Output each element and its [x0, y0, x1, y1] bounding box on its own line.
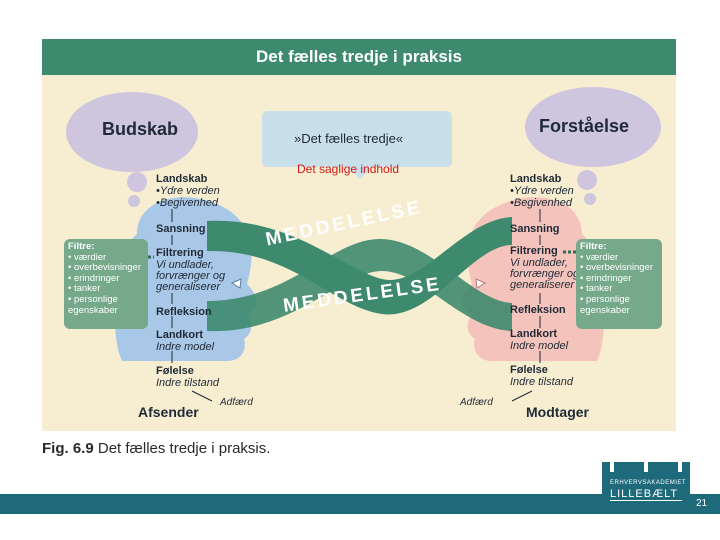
logo-mark — [610, 462, 682, 501]
left-landskab: Landskab — [156, 173, 208, 185]
figure-artwork — [66, 87, 661, 402]
filter-item: • værdier — [580, 251, 619, 263]
left-adfaerd: Adfærd — [220, 397, 253, 408]
filter-title: Filtre: — [68, 241, 95, 252]
filter-item: • tanker — [68, 283, 101, 295]
right-sansning: Sansning — [510, 223, 560, 235]
right-adfaerd: Adfærd — [460, 397, 493, 408]
right-landskab-item: •Ydre verden — [510, 185, 574, 197]
filter-item: egenskaber — [68, 304, 118, 316]
left-landkort-desc: Indre model — [156, 341, 215, 353]
left-landskab-item: •Begivenhed — [156, 197, 218, 209]
right-filtrering: Filtrering — [510, 245, 558, 257]
right-filtrering-desc: generaliserer — [510, 279, 575, 291]
footer-bar — [0, 494, 720, 514]
filter-item: • tanker — [580, 283, 613, 295]
caption-fig-number: Fig. 6.9 — [42, 440, 94, 457]
logo-line1: ERHVERVSAKADEMIET — [610, 480, 687, 486]
left-folelse: Følelse — [156, 365, 194, 377]
left-eye — [230, 278, 242, 289]
page-number: 21 — [696, 498, 708, 509]
right-bubble-label: Forståelse — [539, 116, 630, 136]
figure-caption: Fig. 6.9 Det fælles tredje i praksis. — [42, 440, 270, 457]
filter-item: • erindringer — [68, 272, 120, 284]
right-refleksion: Refleksion — [510, 304, 566, 316]
filter-item: • overbevisninger — [68, 262, 142, 274]
left-bubble-label: Budskab — [102, 119, 179, 139]
left-sansning: Sansning — [156, 223, 206, 235]
right-filter-box: Filtre: • værdier • overbevisninger • er… — [576, 239, 662, 329]
left-landkort: Landkort — [156, 329, 204, 341]
left-filter-box: Filtre: • værdier • overbevisninger • er… — [64, 239, 148, 329]
right-eye — [475, 278, 487, 289]
right-landkort-desc: Indre model — [510, 340, 569, 352]
figure: Det fælles tredje i praksis — [42, 39, 676, 431]
overlay-annotation: Det saglige indhold — [297, 162, 400, 176]
school-logo: ERHVERVSAKADEMIET LILLEBÆLT — [602, 462, 690, 510]
figure-header: Det fælles tredje i praksis — [42, 39, 676, 75]
filter-item: egenskaber — [580, 304, 630, 316]
right-filtrering-desc: Vi undlader, — [510, 257, 568, 269]
left-filtrering-desc: generaliserer — [156, 281, 221, 293]
filter-item: • erindringer — [580, 272, 632, 284]
logo-line2: LILLEBÆLT — [610, 488, 679, 500]
right-landskab-item: •Begivenhed — [510, 197, 572, 209]
left-refleksion: Refleksion — [156, 306, 212, 318]
right-role: Modtager — [526, 404, 589, 420]
filter-item: • personlige — [580, 293, 630, 305]
left-folelse-desc: Indre tilstand — [156, 377, 219, 389]
left-landskab-item: •Ydre verden — [156, 185, 220, 197]
right-folelse-desc: Indre tilstand — [510, 376, 573, 388]
band-bottom — [207, 238, 512, 332]
caption-text: Det fælles tredje i praksis. — [93, 440, 271, 457]
center-speech-box — [262, 111, 452, 179]
left-filtrering: Filtrering — [156, 247, 204, 259]
filter-title: Filtre: — [580, 241, 607, 252]
filter-item: • overbevisninger — [580, 262, 654, 274]
filter-item: • personlige — [68, 293, 118, 305]
left-role: Afsender — [138, 404, 199, 420]
left-filtrering-desc: forvrænger og — [156, 270, 226, 282]
right-folelse: Følelse — [510, 364, 548, 376]
left-thought-bubble — [66, 92, 198, 172]
left-filtrering-desc: Vi undlader, — [156, 259, 214, 271]
filter-item: • værdier — [68, 251, 107, 263]
center-box-label: »Det fælles tredje« — [294, 131, 404, 146]
right-landkort: Landkort — [510, 328, 558, 340]
right-landskab: Landskab — [510, 173, 562, 185]
right-thought-bubble — [525, 87, 661, 167]
right-filtrering-desc: forvrænger og — [510, 268, 580, 280]
